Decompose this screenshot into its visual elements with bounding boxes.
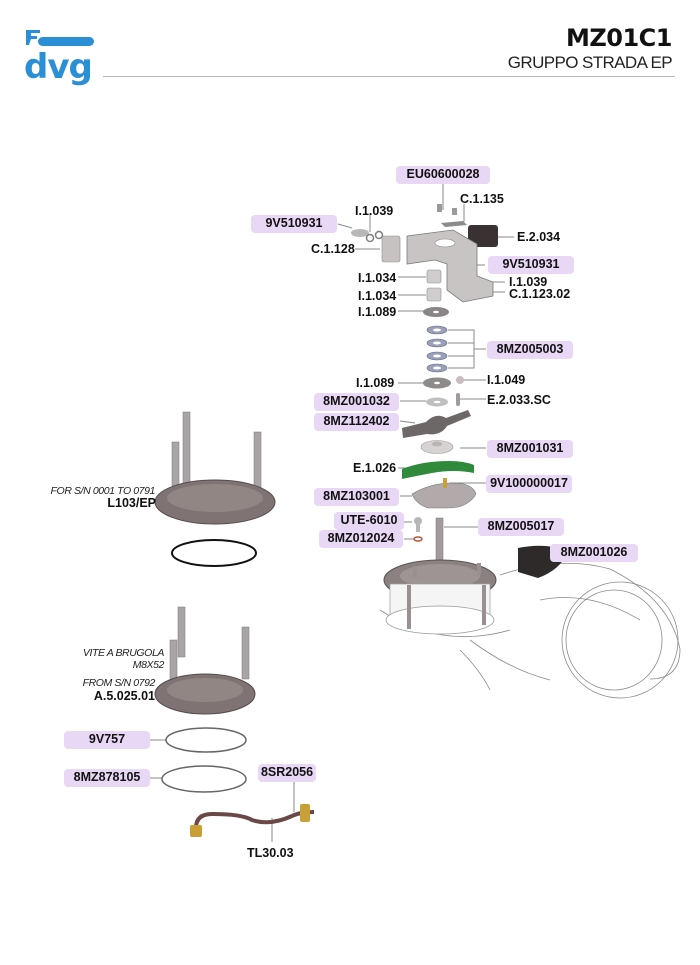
document-title: GRUPPO STRADA EP	[507, 53, 673, 72]
callout-i-1-039-top[interactable]: I.1.039	[355, 204, 394, 218]
callout-8mz001026[interactable]: 8MZ001026	[550, 544, 638, 562]
callout-eu60600028[interactable]: EU60600028	[396, 166, 490, 184]
callout-9v100000017[interactable]: 9V100000017	[486, 475, 572, 493]
callout-c-1-123-02[interactable]: C.1.123.02	[509, 287, 571, 301]
top-bracket-parts	[351, 204, 498, 317]
callout-8mz005003[interactable]: 8MZ005003	[487, 341, 573, 359]
callout-ute-6010[interactable]: UTE-6010	[334, 512, 404, 530]
callout-9v757[interactable]: 9V757	[64, 731, 150, 749]
callout-9v510931-right[interactable]: 9V510931	[488, 256, 574, 274]
middle-stack-parts	[402, 376, 471, 454]
spring-washers	[426, 325, 448, 373]
pipe-assembly	[190, 804, 315, 837]
callout-9v510931-left[interactable]: 9V510931	[251, 215, 337, 233]
note-sn-old: FOR S/N 0001 TO 0791	[50, 485, 156, 497]
portafilter-icon	[26, 30, 94, 46]
logo-text: dvg	[24, 47, 93, 87]
note-screw-line2: M8X52	[132, 659, 165, 671]
note-sn-new: FROM S/N 0792	[82, 677, 156, 689]
callout-c-1-128[interactable]: C.1.128	[311, 242, 355, 256]
callout-8mz878105[interactable]: 8MZ878105	[64, 769, 150, 787]
callout-8mz012024[interactable]: 8MZ012024	[319, 530, 403, 548]
callout-a-5-025-01[interactable]: A.5.025.01	[93, 689, 155, 703]
callout-c-1-135[interactable]: C.1.135	[460, 192, 504, 206]
dvg-logo: dvg	[24, 28, 96, 88]
callout-8mz112402[interactable]: 8MZ112402	[314, 413, 399, 431]
callout-8mz001032[interactable]: 8MZ001032	[314, 393, 399, 411]
callout-i-1-089-a[interactable]: I.1.089	[358, 305, 397, 319]
callout-i-1-039-right[interactable]: I.1.039	[509, 275, 548, 289]
callout-l103-ep[interactable]: L103/EP	[107, 496, 156, 510]
callout-i-1-034-b[interactable]: I.1.034	[358, 289, 397, 303]
callout-e-2-034[interactable]: E.2.034	[517, 230, 561, 244]
new-plate-assembly	[154, 606, 256, 793]
callout-8sr2056[interactable]: 8SR2056	[258, 764, 316, 782]
old-plate-assembly	[154, 411, 276, 567]
callout-e-2-033-sc[interactable]: E.2.033.SC	[487, 393, 551, 407]
header-divider	[103, 76, 675, 77]
note-screw-line1: VITE A BRUGOLA	[82, 647, 165, 659]
callout-8mz103001[interactable]: 8MZ103001	[314, 488, 399, 506]
document-code: MZ01C1	[566, 24, 673, 52]
callout-tl30-03[interactable]: TL30.03	[247, 846, 294, 860]
callout-8mz005017[interactable]: 8MZ005017	[478, 518, 564, 536]
callout-i-1-089-b[interactable]: I.1.089	[356, 376, 395, 390]
callout-i-1-034-a[interactable]: I.1.034	[358, 271, 397, 285]
callout-i-1-049[interactable]: I.1.049	[487, 373, 526, 387]
callout-8mz001031[interactable]: 8MZ001031	[487, 440, 573, 458]
callout-e-1-026[interactable]: E.1.026	[353, 461, 397, 475]
